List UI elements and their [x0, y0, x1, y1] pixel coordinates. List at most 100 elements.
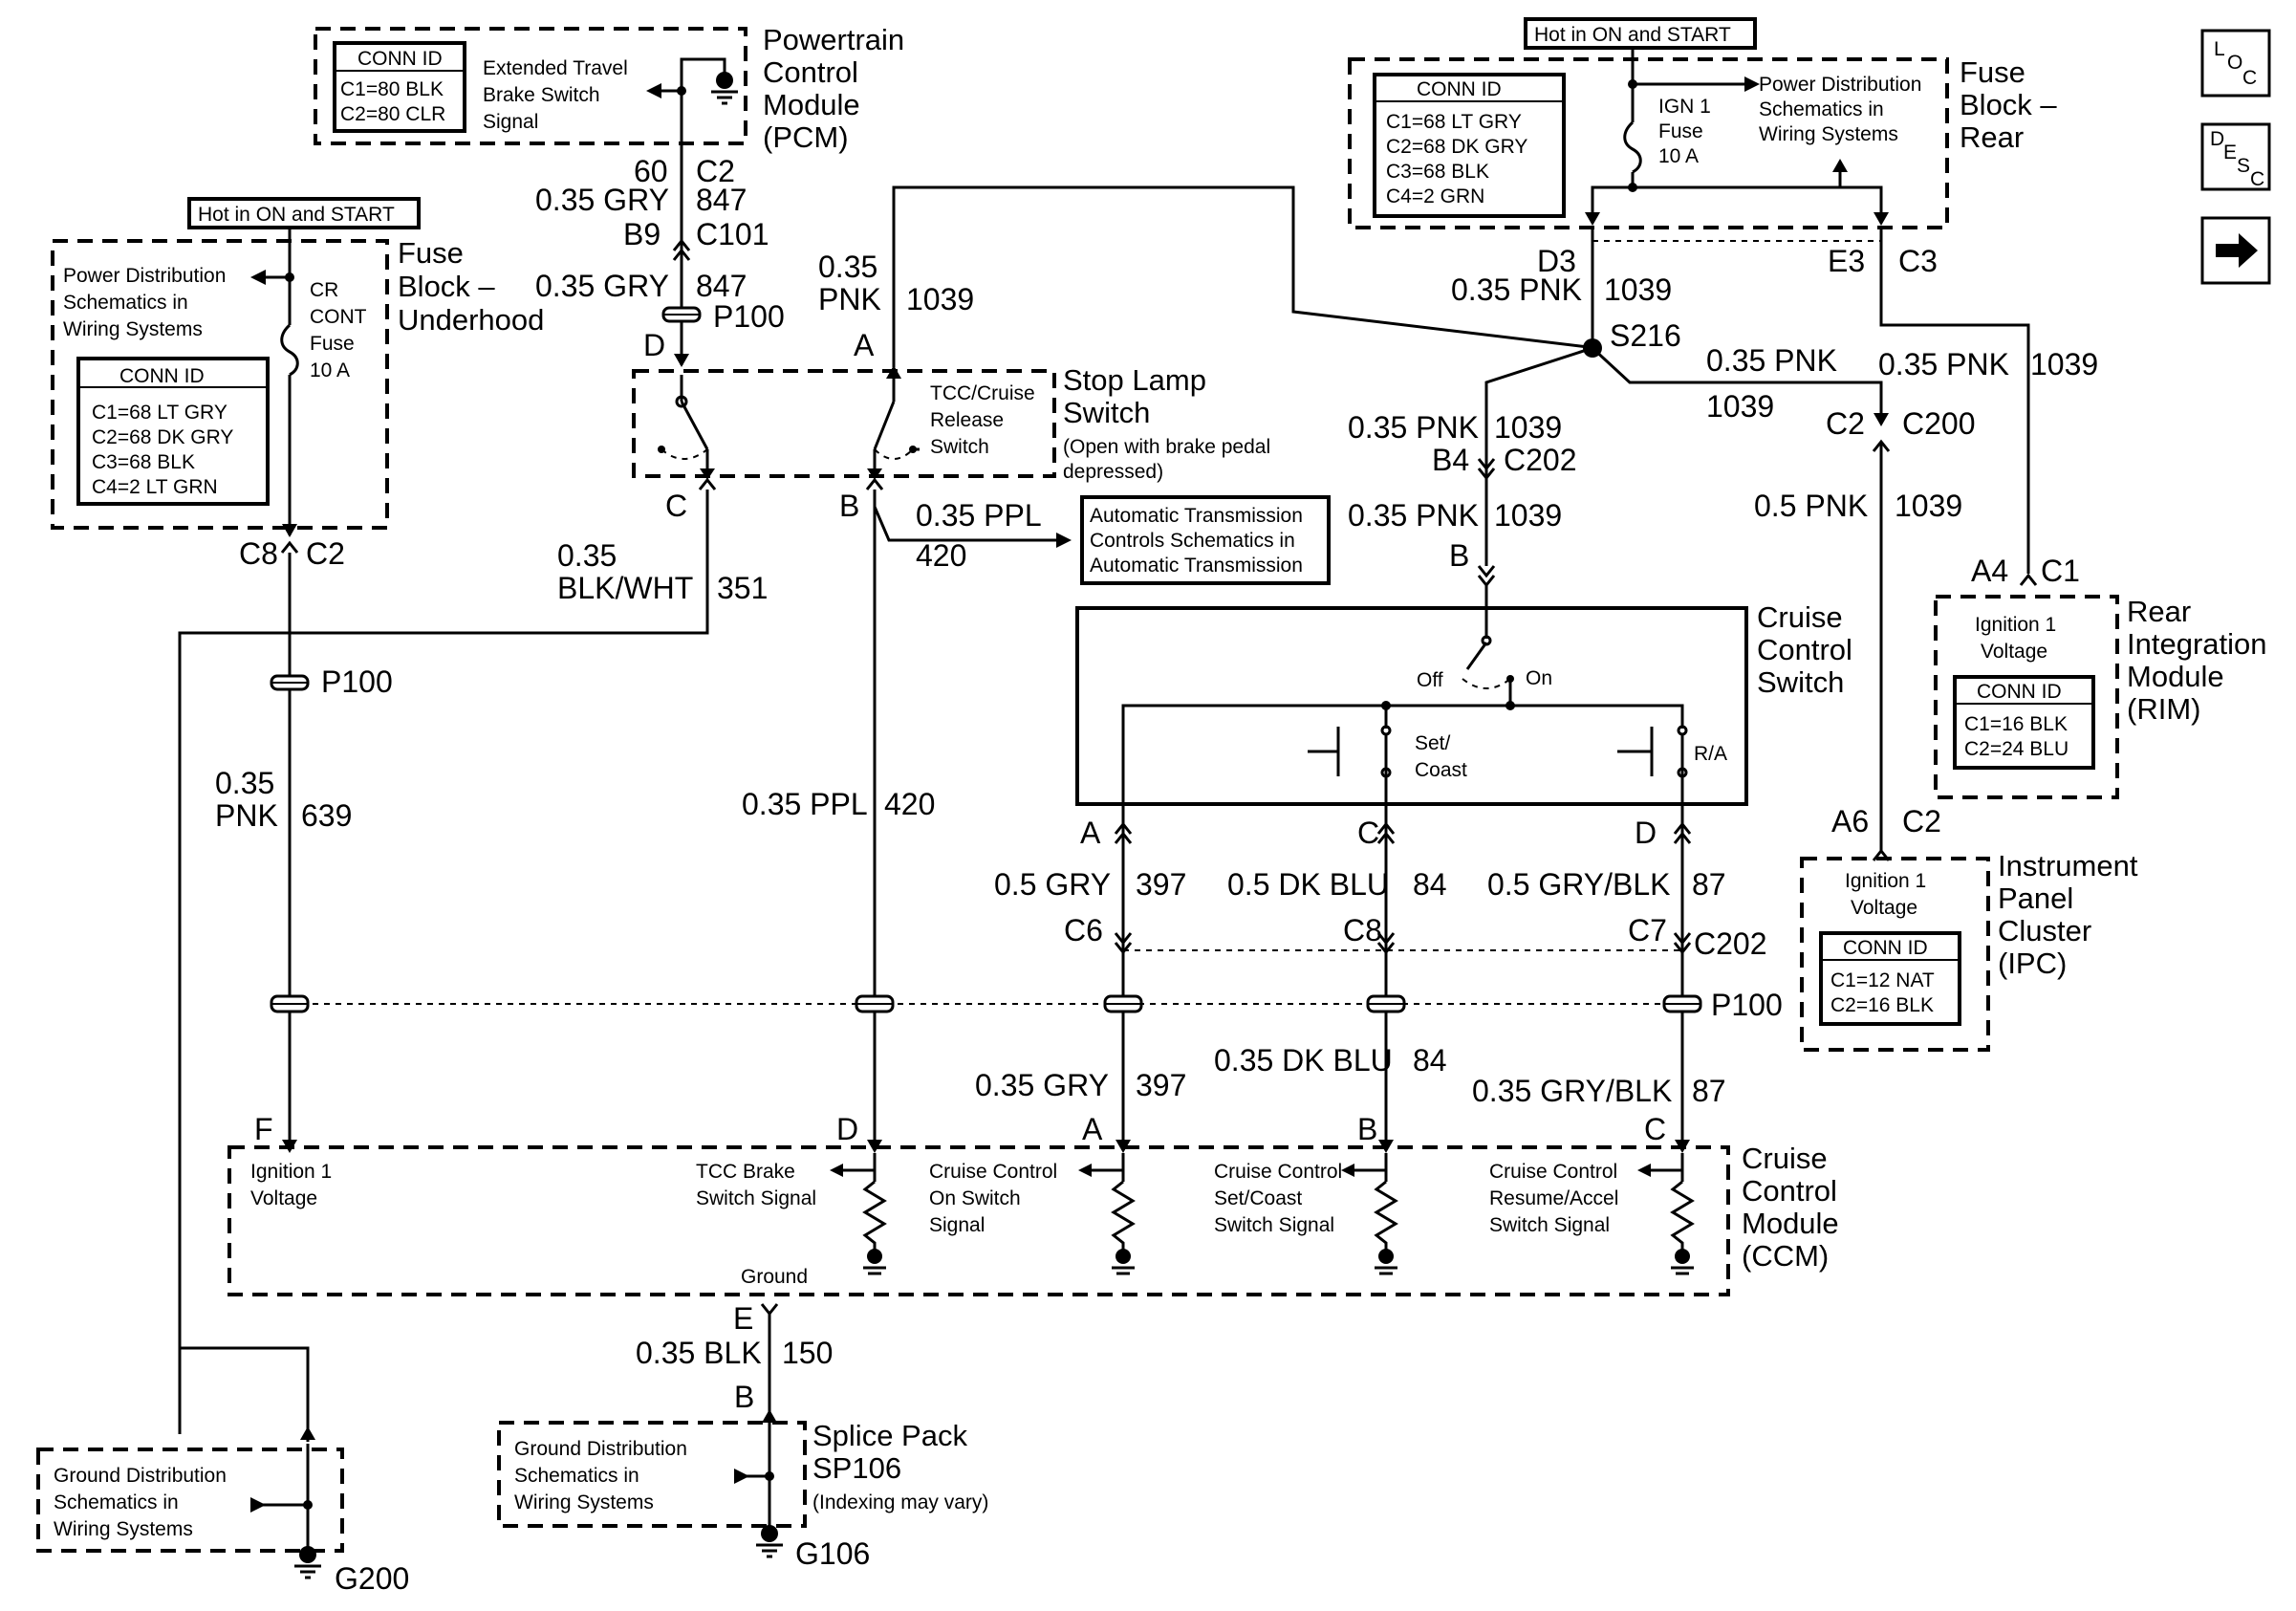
- svg-text:Instrument: Instrument: [1998, 849, 2138, 882]
- svg-text:Power Distribution: Power Distribution: [1759, 74, 1921, 96]
- svg-text:D: D: [1635, 816, 1657, 850]
- svg-text:Cluster: Cluster: [1998, 914, 2091, 947]
- svg-text:C101: C101: [696, 217, 769, 251]
- svg-text:C3=68 BLK: C3=68 BLK: [92, 451, 195, 473]
- svg-text:PNK: PNK: [818, 282, 881, 316]
- fuse-block-underhood: [51, 239, 389, 530]
- svg-text:Block –: Block –: [398, 270, 495, 303]
- fuse-icon: [1623, 120, 1642, 174]
- loc-label-c: C: [2242, 67, 2257, 89]
- svg-text:PNK: PNK: [215, 798, 278, 833]
- svg-text:Switch: Switch: [930, 436, 989, 458]
- svg-text:Wiring Systems: Wiring Systems: [1759, 123, 1898, 145]
- svg-text:C2: C2: [306, 536, 345, 571]
- svg-text:D: D: [643, 328, 665, 362]
- cruise-control-module: [227, 1145, 1730, 1296]
- svg-text:C7: C7: [1628, 913, 1667, 947]
- svg-text:(CCM): (CCM): [1742, 1239, 1829, 1273]
- svg-text:Integration: Integration: [2127, 627, 2267, 661]
- svg-text:(Indexing may vary): (Indexing may vary): [812, 1491, 988, 1513]
- svg-text:A: A: [854, 328, 875, 362]
- svg-text:Switch Signal: Switch Signal: [696, 1187, 816, 1209]
- svg-text:Cruise Control: Cruise Control: [929, 1161, 1057, 1183]
- svg-text:1039: 1039: [906, 282, 974, 316]
- svg-text:Module: Module: [1742, 1207, 1839, 1240]
- svg-text:Module: Module: [2127, 660, 2224, 693]
- svg-text:0.35 GRY/BLK: 0.35 GRY/BLK: [1472, 1074, 1672, 1108]
- fuse-block-rear: [1348, 57, 1949, 229]
- svg-text:C2=80 CLR: C2=80 CLR: [340, 103, 445, 125]
- svg-text:Release: Release: [930, 409, 1004, 431]
- ground-icon: [761, 1525, 778, 1542]
- svg-text:Automatic Transmission: Automatic Transmission: [1090, 505, 1303, 527]
- svg-text:On Switch: On Switch: [929, 1187, 1021, 1209]
- svg-text:10 A: 10 A: [1658, 145, 1699, 167]
- svg-text:0.35 PNK: 0.35 PNK: [1706, 343, 1837, 378]
- svg-text:C1: C1: [2041, 554, 2080, 588]
- svg-text:Cruise: Cruise: [1757, 600, 1843, 634]
- p100-row: [270, 994, 1702, 1013]
- svg-text:1039: 1039: [1895, 489, 1962, 523]
- svg-text:0.35 PNK: 0.35 PNK: [1348, 498, 1479, 533]
- svg-text:847: 847: [696, 269, 747, 303]
- svg-text:(Open with brake pedal: (Open with brake pedal: [1063, 436, 1270, 458]
- svg-text:(RIM): (RIM): [2127, 692, 2200, 726]
- svg-text:C2=16 BLK: C2=16 BLK: [1830, 994, 1934, 1016]
- svg-text:Coast: Coast: [1415, 759, 1467, 781]
- svg-text:P100: P100: [713, 299, 785, 334]
- svg-text:A4: A4: [1971, 554, 2008, 588]
- svg-text:Cruise: Cruise: [1742, 1142, 1828, 1175]
- svg-text:Module: Module: [763, 88, 860, 121]
- svg-text:1039: 1039: [1494, 498, 1562, 533]
- switch-output-connectors: [1114, 821, 1692, 844]
- next-button[interactable]: [2200, 216, 2271, 285]
- svg-text:Ground Distribution: Ground Distribution: [54, 1465, 227, 1487]
- svg-text:C3=68 BLK: C3=68 BLK: [1386, 161, 1489, 183]
- svg-text:E3: E3: [1828, 244, 1865, 278]
- pcm-box: [314, 27, 747, 145]
- svg-text:351: 351: [717, 571, 768, 605]
- svg-text:Schematics in: Schematics in: [63, 292, 188, 314]
- svg-text:C6: C6: [1064, 913, 1103, 947]
- svg-text:Panel: Panel: [1998, 882, 2073, 915]
- svg-text:847: 847: [696, 183, 747, 217]
- svg-text:Wiring Systems: Wiring Systems: [63, 318, 203, 340]
- svg-text:E: E: [733, 1301, 753, 1336]
- svg-text:10 A: 10 A: [310, 359, 350, 381]
- svg-text:0.35 PNK: 0.35 PNK: [1878, 347, 2009, 381]
- svg-text:0.5 GRY/BLK: 0.5 GRY/BLK: [1487, 867, 1671, 902]
- svg-text:Cruise Control: Cruise Control: [1489, 1161, 1617, 1183]
- svg-text:Schematics in: Schematics in: [514, 1465, 639, 1487]
- underhood-conn-id: [76, 357, 270, 506]
- fuse-icon: [280, 323, 299, 377]
- svg-text:CONN ID: CONN ID: [357, 48, 443, 70]
- desc-button[interactable]: D E S C: [2200, 122, 2271, 191]
- svg-text:C2=68 DK GRY: C2=68 DK GRY: [1386, 136, 1527, 158]
- svg-text:P100: P100: [1711, 988, 1783, 1022]
- svg-text:Switch Signal: Switch Signal: [1214, 1214, 1334, 1236]
- svg-text:Switch Signal: Switch Signal: [1489, 1214, 1610, 1236]
- loc-button[interactable]: L O C: [2200, 29, 2271, 98]
- svg-text:397: 397: [1136, 867, 1186, 902]
- svg-text:0.35 GRY: 0.35 GRY: [535, 183, 669, 217]
- svg-text:Stop Lamp: Stop Lamp: [1063, 363, 1206, 397]
- ground-dist-left-box: [36, 1448, 344, 1553]
- svg-text:C200: C200: [1902, 406, 1976, 441]
- svg-text:Ignition 1: Ignition 1: [1975, 614, 2056, 636]
- svg-text:Hot in ON and START: Hot in ON and START: [198, 204, 395, 226]
- svg-text:C1=68 LT GRY: C1=68 LT GRY: [1386, 111, 1522, 133]
- svg-text:Rear: Rear: [2127, 595, 2191, 628]
- svg-text:Control: Control: [763, 55, 858, 89]
- svg-text:(IPC): (IPC): [1998, 947, 2067, 980]
- svg-text:B: B: [839, 489, 859, 523]
- svg-text:Schematics in: Schematics in: [1759, 98, 1884, 120]
- svg-text:C: C: [2250, 168, 2264, 190]
- svg-text:Fuse: Fuse: [1658, 120, 1703, 142]
- ground-icon: [299, 1546, 316, 1563]
- svg-text:Ground: Ground: [741, 1266, 808, 1288]
- svg-text:BLK/WHT: BLK/WHT: [557, 571, 693, 605]
- svg-text:Rear: Rear: [1960, 120, 2024, 154]
- svg-text:P100: P100: [321, 664, 393, 699]
- pcm-conn-id: [333, 41, 466, 133]
- svg-text:Switch: Switch: [1757, 665, 1844, 699]
